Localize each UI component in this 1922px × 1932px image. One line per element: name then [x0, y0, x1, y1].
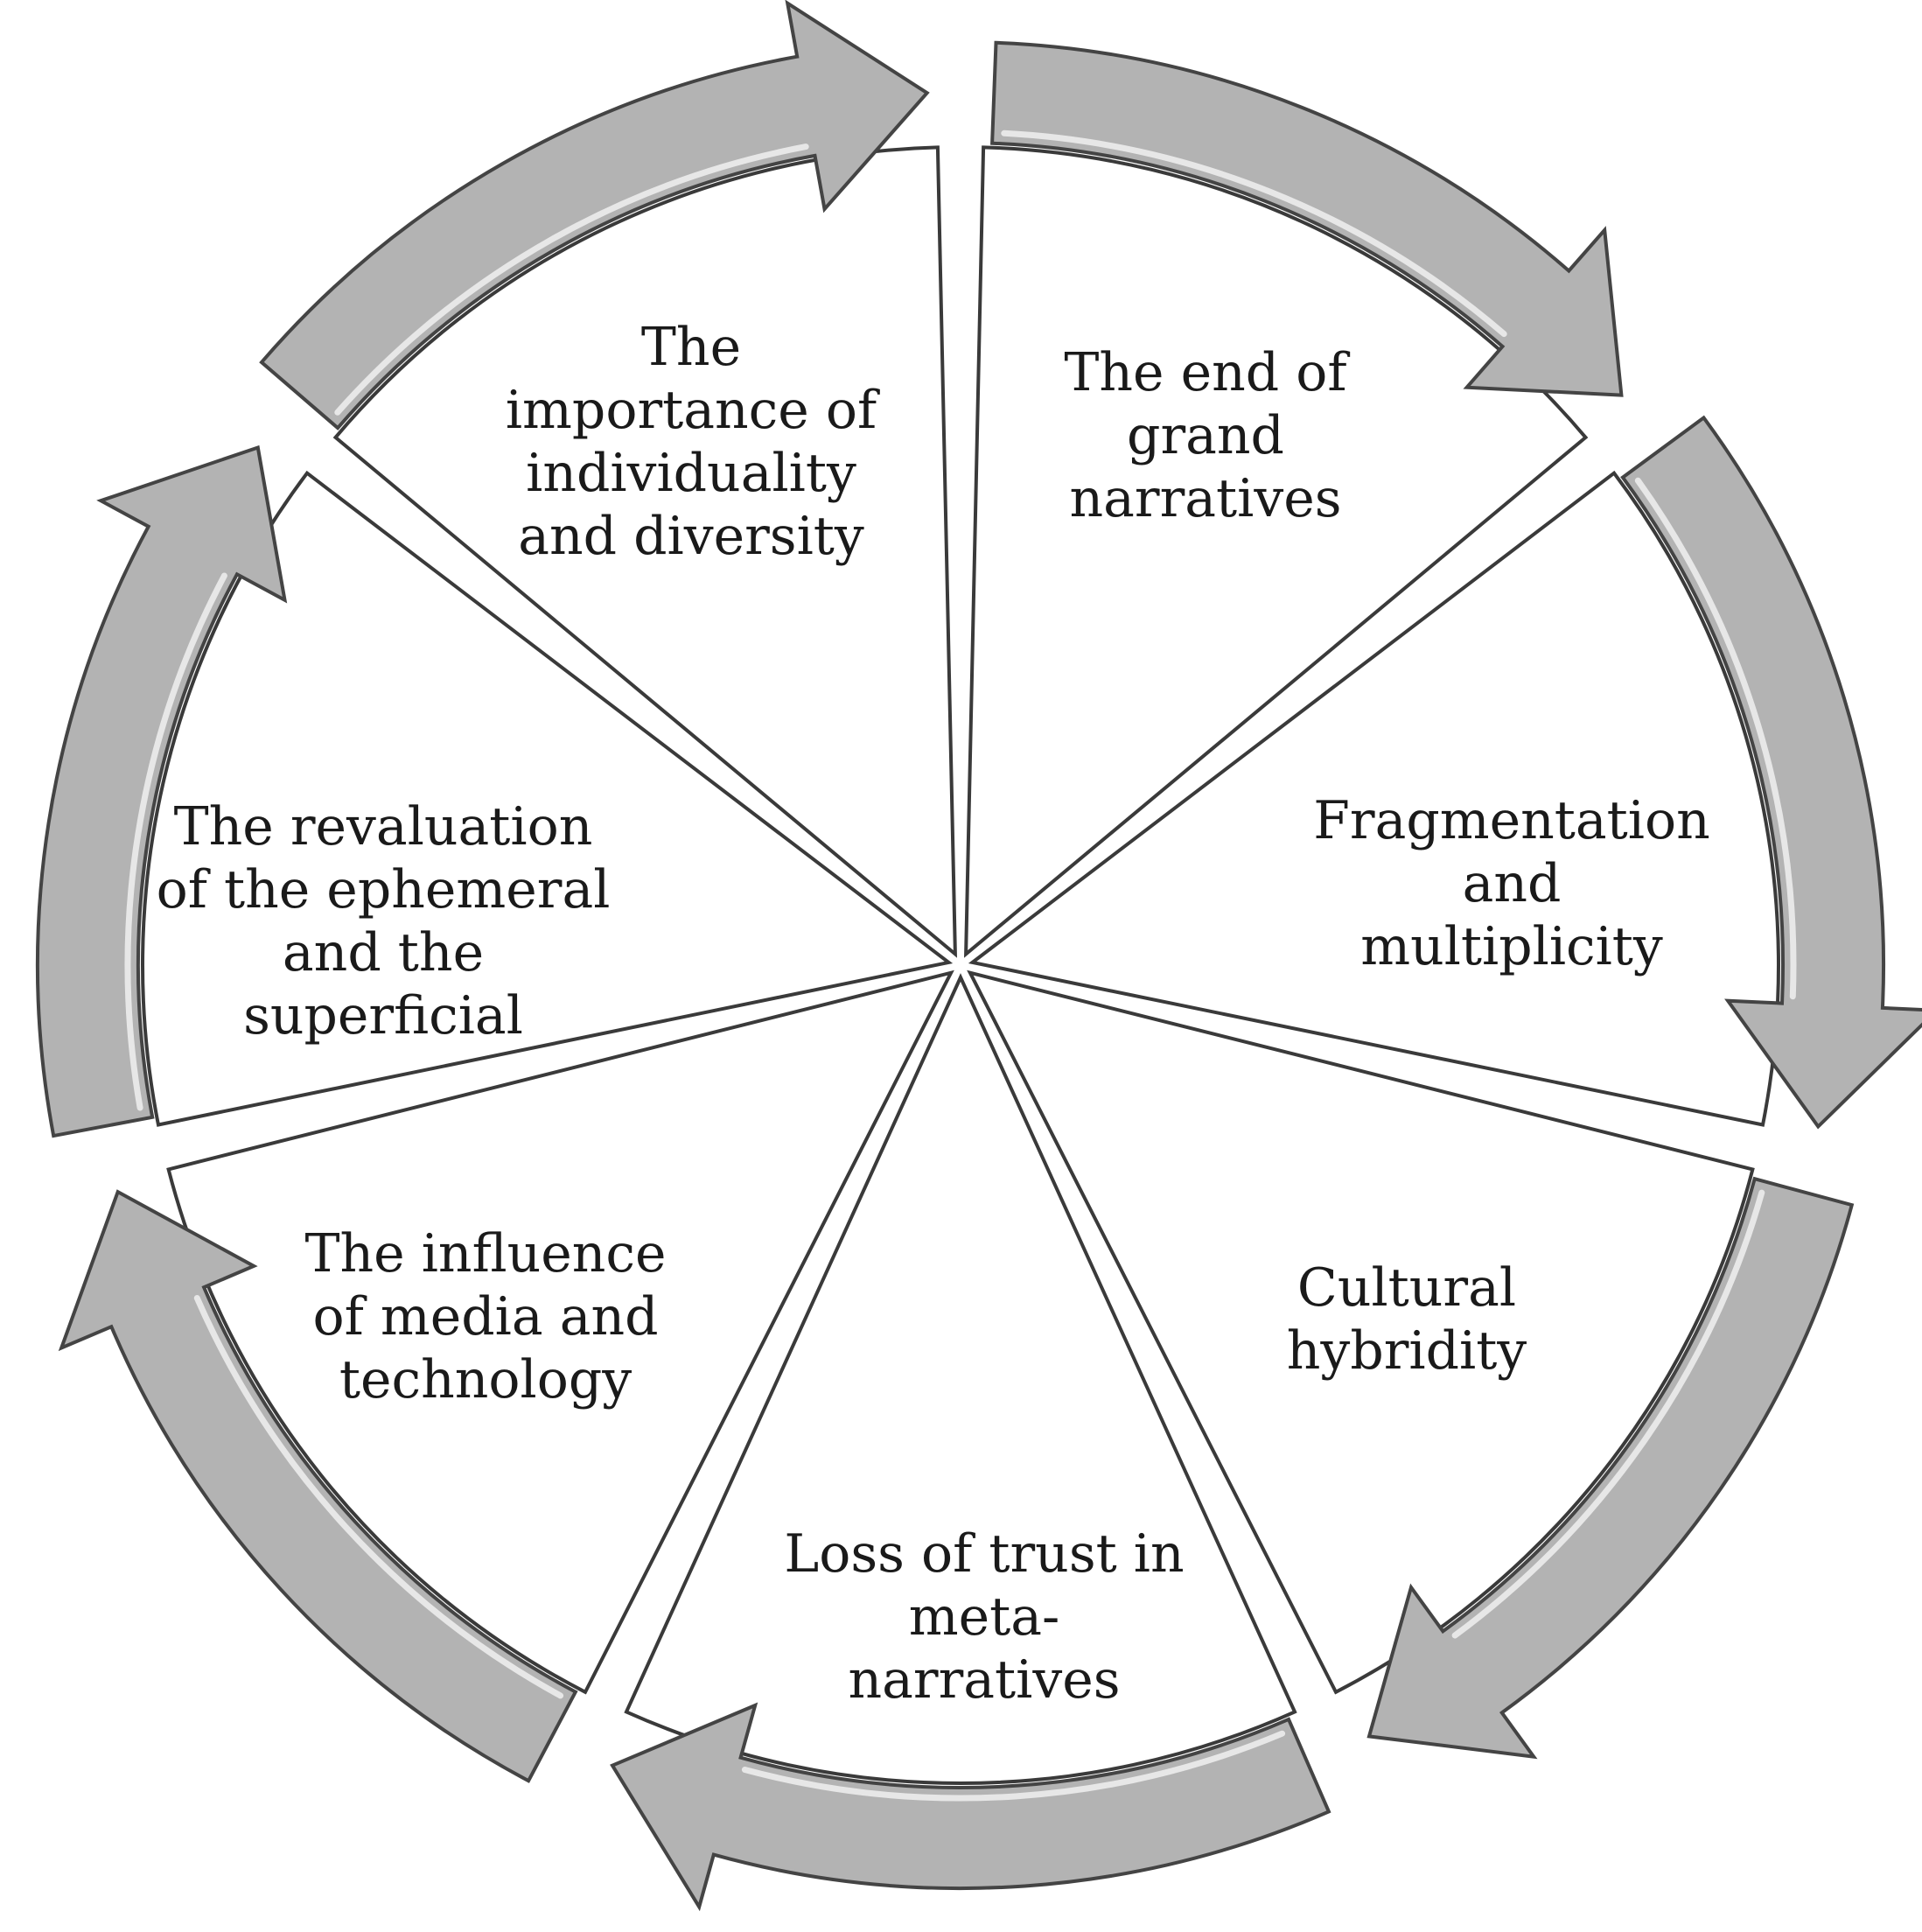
label-fragmentation-and-multiplicity: Fragmentation and multiplicity [1313, 790, 1710, 977]
arrow-meta-narratives [610, 1702, 1331, 1912]
label-end-of-grand-narratives: The end of grand narratives [1064, 342, 1347, 529]
label-influence-of-media-and-technology: The influence of media and technology [304, 1223, 667, 1410]
arrow-highlight-ephemeral [124, 572, 227, 1111]
arrow-highlight-meta-narratives [741, 1730, 1286, 1802]
arrow-highlight-media-technology [193, 1295, 564, 1699]
arrow-media-technology [58, 1189, 578, 1783]
arrow-highlight-fragmentation [1634, 477, 1797, 1000]
arrow-highlight-grand-narratives [1001, 130, 1507, 338]
arrow-ephemeral [36, 444, 288, 1138]
arrow-grand-narratives [990, 40, 1624, 397]
label-loss-of-trust-in-meta-narratives: Loss of trust in meta- narratives [784, 1523, 1185, 1711]
label-cultural-hybridity: Cultural hybridity [1286, 1257, 1527, 1382]
cycle-arrows [36, 0, 1922, 1912]
pie-sectors [141, 145, 1780, 1785]
arrow-highlight-individuality [334, 144, 809, 416]
arrow-highlight-hybridity [1451, 1189, 1765, 1639]
label-revaluation-of-the-ephemeral: The revaluation of the ephemeral and the… [156, 796, 611, 1046]
label-importance-of-individuality: The importance of individuality and dive… [505, 317, 877, 567]
